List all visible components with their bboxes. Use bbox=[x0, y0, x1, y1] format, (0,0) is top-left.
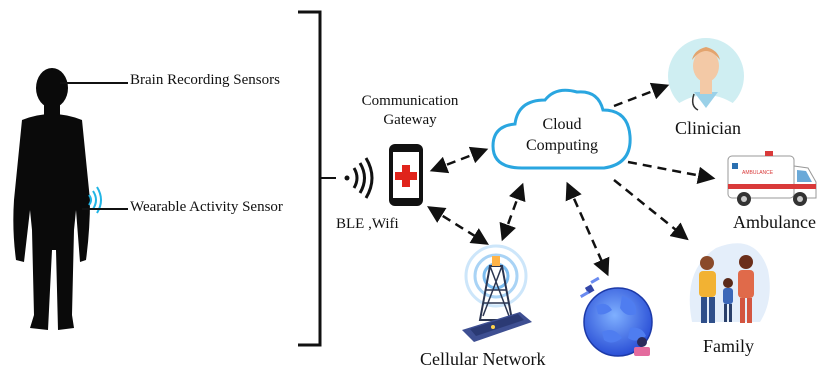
arrow-cloud-globe bbox=[565, 181, 610, 277]
gateway-label-line2: Gateway bbox=[383, 112, 437, 128]
clinician-label: Clinician bbox=[675, 118, 741, 138]
globe-satellite-icon bbox=[579, 276, 653, 357]
arrow-cloud-ambulance bbox=[627, 160, 716, 184]
ambulance-icon: AMBULANCE bbox=[727, 151, 817, 206]
ble-wifi-label: BLE ,Wifi bbox=[336, 216, 399, 232]
arrow-cloud-family bbox=[613, 179, 689, 241]
family-icon bbox=[689, 243, 770, 323]
cellular-label: Cellular Network bbox=[420, 349, 546, 369]
arrow-phone-cloud bbox=[429, 146, 489, 174]
gateway-label-line1: Communication bbox=[361, 93, 459, 109]
arrows bbox=[427, 82, 716, 277]
ambulance-sign: AMBULANCE bbox=[742, 170, 774, 176]
wearable-signal-icon bbox=[88, 186, 102, 214]
wireless-signal-icon bbox=[344, 157, 374, 199]
cloud-label-line2: Computing bbox=[525, 137, 598, 154]
arrow-cellular-cloud bbox=[499, 182, 526, 242]
cloud-label-line1: Cloud bbox=[542, 116, 582, 133]
ambulance-label: Ambulance bbox=[733, 212, 816, 232]
smartphone-icon bbox=[389, 144, 423, 206]
bracket bbox=[298, 10, 322, 347]
human-silhouette-icon bbox=[13, 68, 90, 330]
cloud-icon bbox=[491, 88, 632, 170]
family-label: Family bbox=[703, 336, 755, 356]
arrow-phone-cellular bbox=[427, 206, 489, 245]
cell-tower-icon bbox=[462, 244, 532, 342]
wearable-sensor-label: Wearable Activity Sensor bbox=[130, 199, 283, 215]
arrow-cloud-clinician bbox=[613, 82, 670, 108]
brain-sensors-label: Brain Recording Sensors bbox=[130, 72, 280, 88]
doctor-avatar-icon bbox=[668, 38, 744, 114]
